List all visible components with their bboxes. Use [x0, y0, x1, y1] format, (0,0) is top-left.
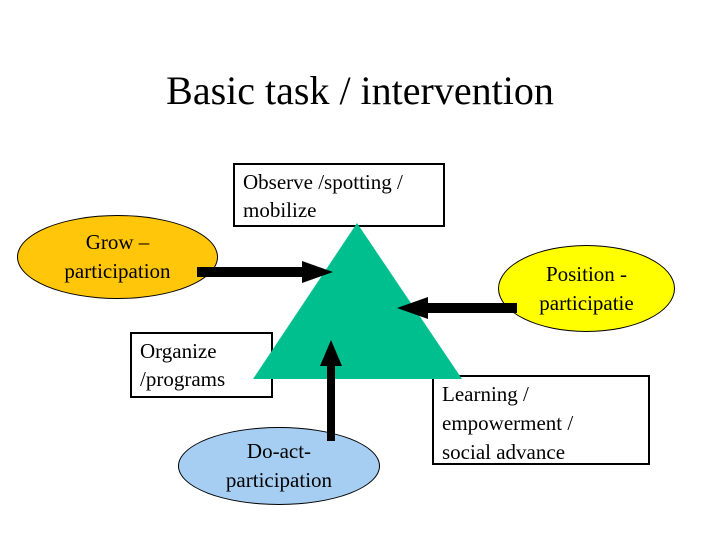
organize-box: Organize /programs [130, 332, 273, 398]
grow-ellipse: Grow – participation [17, 215, 218, 299]
learning-line-3: social advance [442, 440, 566, 464]
do-act-line-1: Do-act- [246, 439, 312, 463]
slide-title: Basic task / intervention [166, 68, 554, 113]
triangle-shape [253, 223, 462, 379]
arrow-left-icon [397, 297, 517, 319]
learning-line-1: Learning / [442, 382, 529, 406]
position-line-2: participatie [539, 290, 634, 315]
arrow-up-icon [320, 340, 342, 441]
arrow-right-icon [197, 261, 333, 283]
learning-box: Learning / empowerment / social advance [432, 375, 650, 465]
organize-line-1: Organize [140, 339, 217, 363]
grow-line-1: Grow – [85, 230, 150, 254]
position-ellipse: Position - participatie [498, 245, 675, 332]
organize-line-2: /programs [140, 367, 226, 391]
position-line-1: Position - [545, 261, 628, 286]
observe-line-2: mobilize [243, 198, 317, 222]
grow-line-2: participation [64, 259, 171, 283]
do-act-line-2: participation [225, 468, 333, 492]
do-act-ellipse: Do-act- participation [178, 427, 380, 505]
observe-line-1: Observe /spotting / [243, 170, 403, 194]
learning-line-2: empowerment / [442, 411, 574, 435]
observe-box: Observe /spotting / mobilize [233, 163, 445, 227]
